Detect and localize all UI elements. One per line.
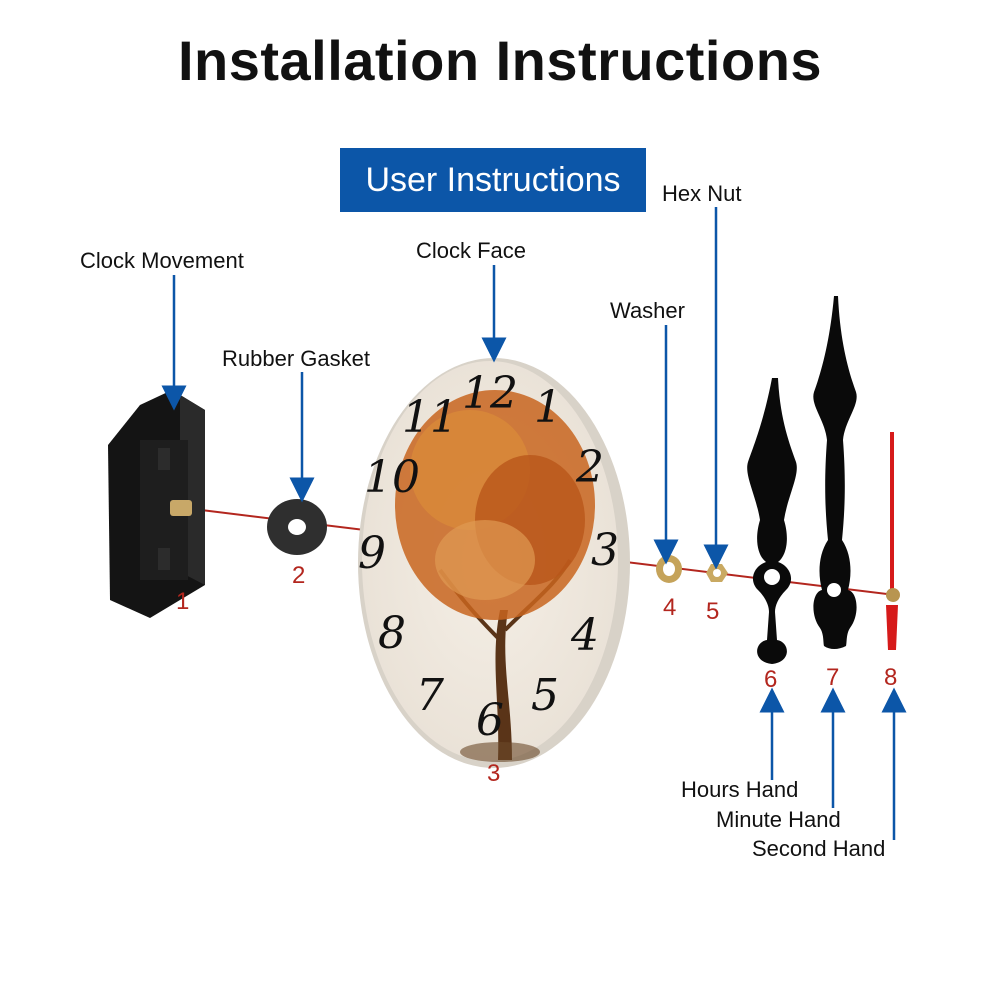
dial-numeral: 4	[570, 610, 599, 661]
dial-numeral: 6	[476, 695, 504, 746]
rubber-gasket-label: Rubber Gasket	[222, 346, 370, 371]
second-hand-label: Second Hand	[752, 836, 886, 861]
dial-numeral: 8	[378, 608, 406, 659]
dial-numeral: 10	[364, 452, 420, 503]
user-instructions-banner: User Instructions	[340, 148, 646, 212]
dial-numeral: 3	[591, 525, 619, 576]
part-number-3: 3	[487, 760, 501, 787]
hours-hand-part	[747, 378, 797, 664]
part-number-5: 5	[706, 598, 720, 625]
clock-dial-numerals: 12 1 2 3 4 5 6 7 8 9 10 11	[358, 368, 619, 746]
minute-hand-part	[813, 296, 857, 649]
hours-hand-label: Hours Hand	[681, 777, 799, 802]
washer-part	[656, 555, 682, 583]
dial-numeral: 11	[402, 392, 458, 443]
part-number-8: 8	[884, 664, 898, 691]
hex-nut-part	[706, 564, 728, 582]
clock-face-part	[358, 358, 630, 768]
dial-numeral: 7	[416, 670, 444, 721]
clock-movement-part	[108, 390, 205, 618]
page-title: Installation Instructions	[177, 29, 823, 92]
part-number-2: 2	[292, 562, 306, 589]
clock-face-label: Clock Face	[416, 238, 527, 263]
callout-arrows	[161, 207, 907, 840]
dial-numeral: 2	[575, 442, 604, 493]
second-hand-part	[886, 432, 900, 650]
part-number-4: 4	[663, 594, 677, 621]
minute-hand-label: Minute Hand	[716, 807, 841, 832]
dial-numeral: 12	[462, 368, 518, 419]
part-number-6: 6	[764, 666, 778, 693]
clock-movement-label: Clock Movement	[80, 248, 244, 273]
part-number-1: 1	[176, 588, 190, 615]
dial-numeral: 1	[534, 382, 562, 433]
hex-nut-label: Hex Nut	[662, 181, 742, 206]
part-number-7: 7	[826, 664, 840, 691]
washer-label: Washer	[610, 298, 685, 323]
dial-numeral: 9	[358, 528, 386, 579]
dial-numeral: 5	[531, 670, 559, 721]
rubber-gasket-part	[267, 499, 327, 555]
